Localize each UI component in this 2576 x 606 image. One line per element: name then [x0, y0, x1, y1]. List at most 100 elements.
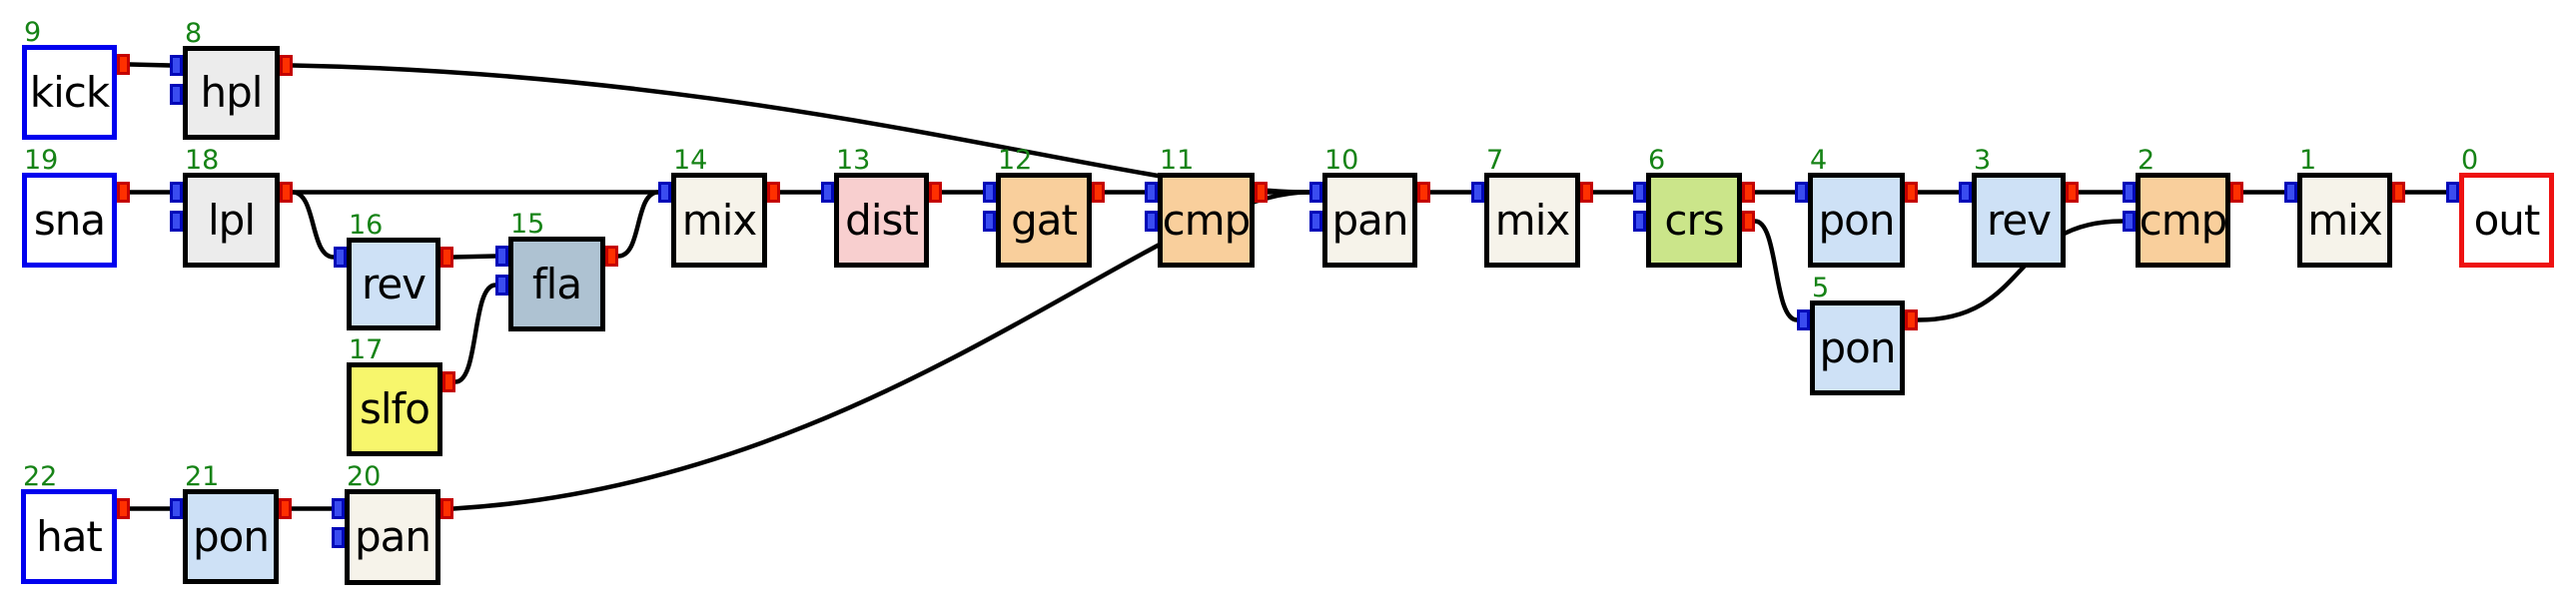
node-number: 21: [185, 461, 220, 492]
input-port-2-icon[interactable]: [983, 211, 996, 232]
edge-5-to-2: [1915, 219, 2126, 322]
node-label: pon: [193, 511, 270, 561]
input-port-1-icon[interactable]: [170, 498, 183, 519]
node-pan-20[interactable]: 20 pan: [332, 463, 453, 585]
node-number: 8: [185, 18, 203, 49]
output-port-1-icon[interactable]: [929, 182, 942, 203]
output-port-1-icon[interactable]: [117, 498, 130, 519]
output-port-1-icon[interactable]: [2230, 182, 2243, 203]
input-port-1-icon[interactable]: [983, 182, 996, 203]
input-port-2-icon[interactable]: [170, 84, 183, 105]
input-port-1-icon[interactable]: [1633, 182, 1646, 203]
node-label: gat: [1011, 195, 1078, 245]
output-port-1-icon[interactable]: [1255, 182, 1268, 203]
input-port-1-icon[interactable]: [332, 498, 345, 519]
output-port-1-icon[interactable]: [280, 55, 293, 76]
node-number: 6: [1648, 145, 1666, 176]
input-port-1-icon[interactable]: [1797, 309, 1810, 330]
output-port-1-icon[interactable]: [440, 498, 453, 519]
node-label: pon: [1819, 322, 1897, 372]
input-port-1-icon[interactable]: [1471, 182, 1484, 203]
node-label: pan: [354, 512, 431, 561]
output-port-1-icon[interactable]: [1905, 309, 1918, 330]
input-port-2-icon[interactable]: [1633, 211, 1646, 232]
node-number: 18: [185, 145, 220, 176]
edge-6-to-5: [1752, 219, 1800, 322]
output-port-1-icon[interactable]: [1092, 182, 1105, 203]
node-label: out: [2473, 195, 2541, 245]
output-port-1-icon[interactable]: [280, 182, 293, 203]
output-port-2-icon[interactable]: [1742, 211, 1755, 232]
edge-16-to-15: [450, 254, 498, 260]
input-port-2-icon[interactable]: [1309, 211, 1322, 232]
output-port-1-icon[interactable]: [1580, 182, 1593, 203]
node-pon-21[interactable]: 21 pon: [170, 463, 292, 584]
input-port-1-icon[interactable]: [170, 182, 183, 203]
input-port-1-icon[interactable]: [1309, 182, 1322, 203]
input-port-1-icon[interactable]: [170, 55, 183, 76]
output-port-1-icon[interactable]: [440, 247, 453, 268]
input-port-1-icon[interactable]: [2123, 182, 2136, 203]
node-fla-15[interactable]: 15 fla: [495, 211, 618, 331]
output-port-1-icon[interactable]: [279, 498, 292, 519]
output-port-1-icon[interactable]: [1905, 182, 1918, 203]
node-label: fla: [531, 259, 582, 308]
edge-9-to-8: [127, 62, 173, 68]
input-port-2-icon[interactable]: [170, 211, 183, 232]
node-label: slfo: [359, 384, 430, 433]
output-port-1-icon[interactable]: [1742, 182, 1755, 203]
node-mix-14[interactable]: 14 mix: [658, 147, 780, 268]
input-port-1-icon[interactable]: [1795, 182, 1808, 203]
input-port-1-icon[interactable]: [2284, 182, 2297, 203]
node-gat-12[interactable]: 12 gat: [983, 147, 1105, 268]
output-port-1-icon[interactable]: [2392, 182, 2405, 203]
node-number: 12: [998, 145, 1033, 176]
node-label: mix: [681, 195, 757, 245]
node-number: 7: [1486, 145, 1504, 176]
input-port-1-icon[interactable]: [334, 247, 347, 268]
node-number: 14: [673, 145, 708, 176]
node-label: rev: [1986, 195, 2052, 245]
output-port-1-icon[interactable]: [1417, 182, 1430, 203]
output-port-1-icon[interactable]: [2066, 182, 2079, 203]
input-port-1-icon[interactable]: [495, 246, 508, 267]
input-port-2-icon[interactable]: [495, 275, 508, 296]
output-port-1-icon[interactable]: [767, 182, 780, 203]
input-port-1-icon[interactable]: [658, 182, 671, 203]
input-port-2-icon[interactable]: [332, 527, 345, 548]
input-port-1-icon[interactable]: [821, 182, 834, 203]
output-port-1-icon[interactable]: [117, 54, 130, 75]
output-port-1-icon[interactable]: [605, 246, 618, 267]
node-label: rev: [361, 259, 427, 308]
node-number: 11: [1160, 145, 1195, 176]
input-port-1-icon[interactable]: [1145, 182, 1158, 203]
node-number: 20: [347, 461, 382, 492]
output-port-1-icon[interactable]: [117, 182, 130, 203]
node-number: 15: [510, 209, 545, 240]
output-port-1-icon[interactable]: [442, 371, 455, 392]
node-label: sna: [33, 195, 106, 245]
input-port-1-icon[interactable]: [1959, 182, 1972, 203]
input-port-2-icon[interactable]: [1145, 211, 1158, 232]
input-port-1-icon[interactable]: [2446, 182, 2459, 203]
node-label: cmp: [2139, 195, 2228, 245]
input-port-2-icon[interactable]: [2123, 211, 2136, 232]
